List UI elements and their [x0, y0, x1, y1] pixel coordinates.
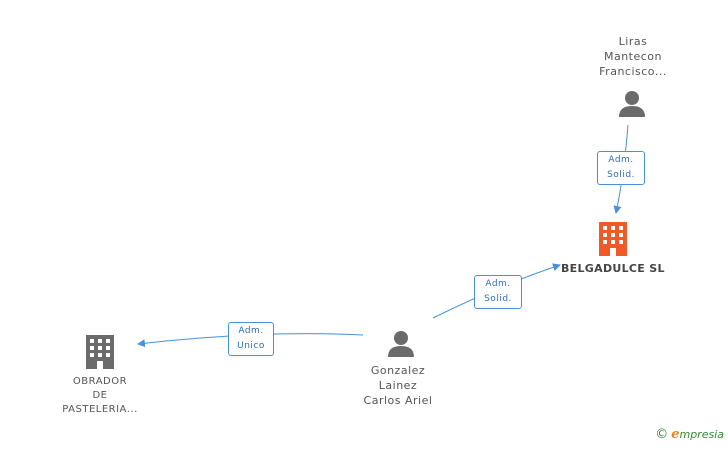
- person-node-label-gonzalez[interactable]: Gonzalez Lainez Carlos Ariel: [343, 363, 453, 408]
- name-line: PASTELERIA...: [62, 404, 138, 415]
- edge-label-gonzalez-obrador: Adm. Unico: [228, 322, 274, 356]
- person-icon[interactable]: [388, 331, 414, 357]
- brand-initial: e: [671, 427, 680, 442]
- edge-label-liras-belgadulce: Adm. Solid.: [597, 151, 645, 185]
- name-line: Lainez: [378, 379, 418, 392]
- name-line: Mantecon: [603, 50, 663, 63]
- person-node-label-liras[interactable]: Liras Mantecon Francisco...: [578, 34, 688, 79]
- name-line: DE: [92, 390, 108, 401]
- empresia-logo: ©empresia: [655, 427, 724, 442]
- name-line: Gonzalez: [370, 364, 426, 377]
- edge-label-line: Unico: [237, 341, 265, 351]
- building-icon[interactable]: [86, 335, 114, 369]
- edge-label-line: Adm.: [608, 155, 634, 165]
- name-line: Liras: [618, 35, 648, 48]
- edge-label-line: Adm.: [485, 279, 511, 289]
- company-node-label-obrador[interactable]: OBRADOR DE PASTELERIA...: [45, 375, 155, 417]
- brand-name: mpresia: [679, 428, 724, 441]
- name-line: Carlos Ariel: [363, 394, 433, 407]
- person-icon[interactable]: [619, 91, 645, 117]
- edge-label-line: Adm.: [238, 326, 264, 336]
- edge-label-line: Solid.: [484, 294, 512, 304]
- company-name-belgadulce[interactable]: BELGADULCE SL: [561, 262, 665, 275]
- copyright-symbol: ©: [655, 427, 669, 442]
- name-line: OBRADOR: [72, 376, 128, 387]
- edge-label-gonzalez-belgadulce: Adm. Solid.: [474, 275, 522, 309]
- name-line: Francisco...: [599, 65, 667, 78]
- edge-label-line: Solid.: [607, 170, 635, 180]
- building-icon[interactable]: [599, 222, 627, 256]
